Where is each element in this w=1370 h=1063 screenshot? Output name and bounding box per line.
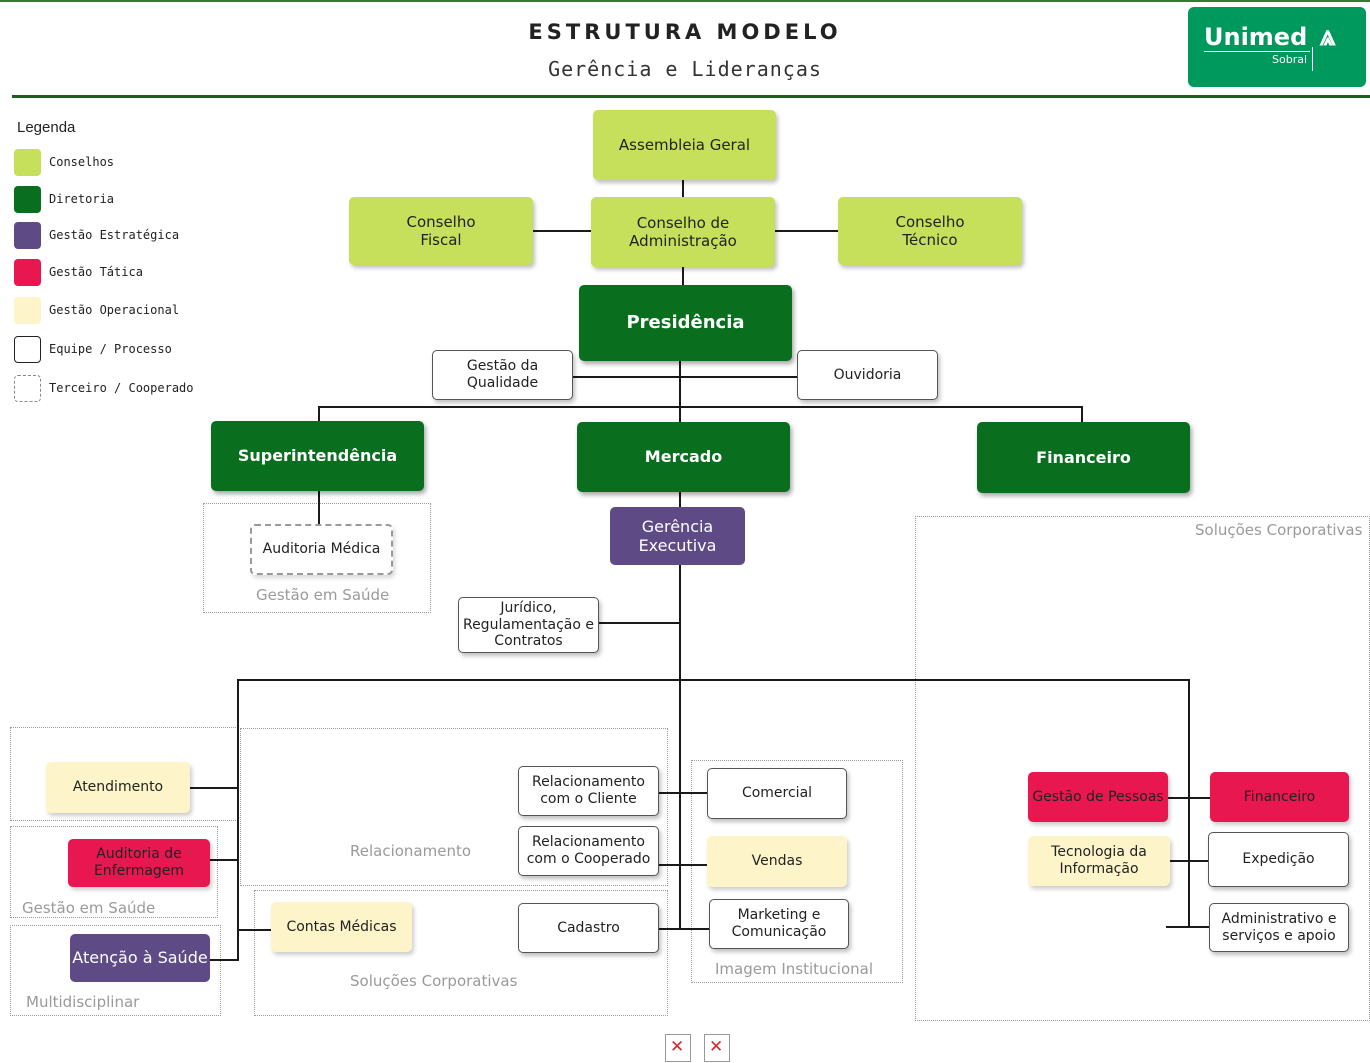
legend-swatch — [14, 336, 41, 363]
connector — [190, 787, 238, 789]
node-financeiro-corporativo[interactable]: Financeiro — [1210, 772, 1349, 822]
node-atencao-saude[interactable]: Atenção à Saúde — [70, 934, 210, 982]
legend-swatch — [14, 149, 41, 176]
node-gestao-pessoas[interactable]: Gestão de Pessoas — [1028, 772, 1168, 822]
node-auditoria-medica[interactable]: Auditoria Médica — [250, 524, 393, 575]
connector — [1170, 860, 1210, 862]
legend-label: Conselhos — [49, 155, 115, 169]
group-solucoes-bottom — [254, 890, 668, 1016]
group-label: Relacionamento — [350, 842, 472, 860]
group-gestao-saude-left — [10, 826, 218, 918]
node-financeiro[interactable]: Financeiro — [977, 422, 1190, 493]
logo-wordmark: Unimed — [1204, 23, 1308, 51]
node-expedicao[interactable]: Expedição — [1208, 832, 1349, 887]
connector — [318, 406, 320, 422]
connector — [659, 928, 709, 930]
legend-swatch — [14, 297, 41, 324]
node-auditoria-enfermagem[interactable]: Auditoria de Enfermagem — [68, 839, 210, 887]
legend-item: Terceiro / Cooperado — [14, 375, 214, 403]
legend-item: Equipe / Processo — [14, 336, 214, 364]
connector — [679, 680, 681, 930]
node-contas-medicas[interactable]: Contas Médicas — [271, 902, 412, 952]
node-relacionamento-cooperado[interactable]: Relacionamento com o Cooperado — [518, 826, 659, 876]
logo-subtitle: Sobral — [1272, 53, 1308, 66]
connector — [238, 929, 272, 931]
node-juridico[interactable]: Jurídico, Regulamentação e Contratos — [458, 597, 599, 653]
connector — [1188, 680, 1190, 928]
connector — [533, 230, 593, 232]
legend-swatch — [14, 259, 41, 286]
group-label: Gestão em Saúde — [256, 586, 390, 604]
header-rule — [12, 95, 1370, 98]
connector — [1166, 926, 1210, 928]
group-label: Soluções Corporativas — [350, 972, 518, 990]
connector — [659, 792, 707, 794]
legend-item: Gestão Operacional — [14, 297, 214, 325]
legend-label: Gestão Operacional — [49, 303, 180, 317]
legend-label: Gestão Estratégica — [49, 228, 180, 242]
node-conselho-tecnico[interactable]: Conselho Técnico — [838, 197, 1022, 265]
connector-bottom-bus — [237, 679, 1190, 681]
legend-label: Gestão Tática — [49, 265, 143, 279]
legend-item: Diretoria — [14, 186, 214, 214]
legend-item: Gestão Estratégica — [14, 222, 214, 250]
node-mercado[interactable]: Mercado — [577, 422, 790, 492]
legend-label: Terceiro / Cooperado — [49, 381, 194, 395]
node-atendimento[interactable]: Atendimento — [46, 762, 190, 813]
logo-tree-icon: ⩓ — [1320, 19, 1336, 52]
node-marketing[interactable]: Marketing e Comunicação — [709, 899, 849, 949]
legend-swatch — [14, 186, 41, 213]
logo-divider — [1204, 51, 1310, 52]
legend-label: Equipe / Processo — [49, 342, 172, 356]
group-label: Gestão em Saúde — [22, 899, 156, 917]
connector — [318, 406, 1083, 408]
connector — [599, 622, 680, 624]
group-label: Multidisciplinar — [26, 993, 140, 1011]
group-multidisciplinar — [10, 925, 221, 1016]
legend-swatch — [14, 222, 41, 249]
node-administrativo[interactable]: Administrativo e serviços e apoio — [1209, 903, 1349, 952]
connector — [659, 864, 707, 866]
connector — [210, 959, 238, 961]
node-superintendencia[interactable]: Superintendência — [211, 421, 424, 491]
node-assembleia-geral[interactable]: Assembleia Geral — [593, 110, 776, 180]
node-conselho-fiscal[interactable]: Conselho Fiscal — [349, 197, 533, 265]
node-gestao-qualidade[interactable]: Gestão da Qualidade — [432, 350, 573, 400]
connector — [318, 490, 320, 526]
legend-swatch — [14, 375, 41, 402]
connector — [682, 180, 684, 200]
node-relacionamento-cliente[interactable]: Relacionamento com o Cliente — [518, 766, 659, 816]
connector — [775, 230, 838, 232]
page-title: ESTRUTURA MODELO — [528, 20, 842, 44]
unimed-logo: Unimed ⩓ Sobral — [1188, 7, 1366, 87]
legend-label: Diretoria — [49, 192, 115, 206]
page-subtitle: Gerência e Lideranças — [548, 57, 822, 81]
logo-divider-vertical — [1312, 47, 1313, 71]
broken-image-icon: ✕ — [665, 1034, 691, 1062]
top-rule — [0, 0, 1370, 2]
connector — [237, 679, 239, 961]
group-gestao-saude-top — [203, 503, 431, 613]
node-conselho-administracao[interactable]: Conselho de Administração — [591, 197, 775, 267]
node-presidencia[interactable]: Presidência — [579, 285, 792, 361]
legend-item: Gestão Tática — [14, 259, 214, 287]
legend-title: Legenda — [17, 119, 76, 136]
node-vendas[interactable]: Vendas — [707, 836, 847, 887]
connector — [1081, 406, 1083, 424]
legend-item: Conselhos — [14, 149, 214, 177]
connector — [682, 267, 684, 287]
connector — [210, 859, 238, 861]
broken-image-icon: ✕ — [704, 1034, 730, 1062]
node-gerencia-executiva[interactable]: Gerência Executiva — [610, 507, 745, 565]
group-imagem-institucional — [691, 760, 903, 983]
connector — [573, 376, 799, 378]
group-label: Imagem Institucional — [715, 960, 873, 978]
node-comercial[interactable]: Comercial — [707, 768, 847, 819]
group-label: Soluções Corporativas — [1195, 521, 1363, 539]
connector — [1167, 797, 1211, 799]
node-cadastro[interactable]: Cadastro — [518, 903, 659, 953]
node-tecnologia-informacao[interactable]: Tecnologia da Informação — [1028, 836, 1170, 886]
node-ouvidoria[interactable]: Ouvidoria — [797, 350, 938, 400]
group-relacionamento — [240, 728, 668, 886]
